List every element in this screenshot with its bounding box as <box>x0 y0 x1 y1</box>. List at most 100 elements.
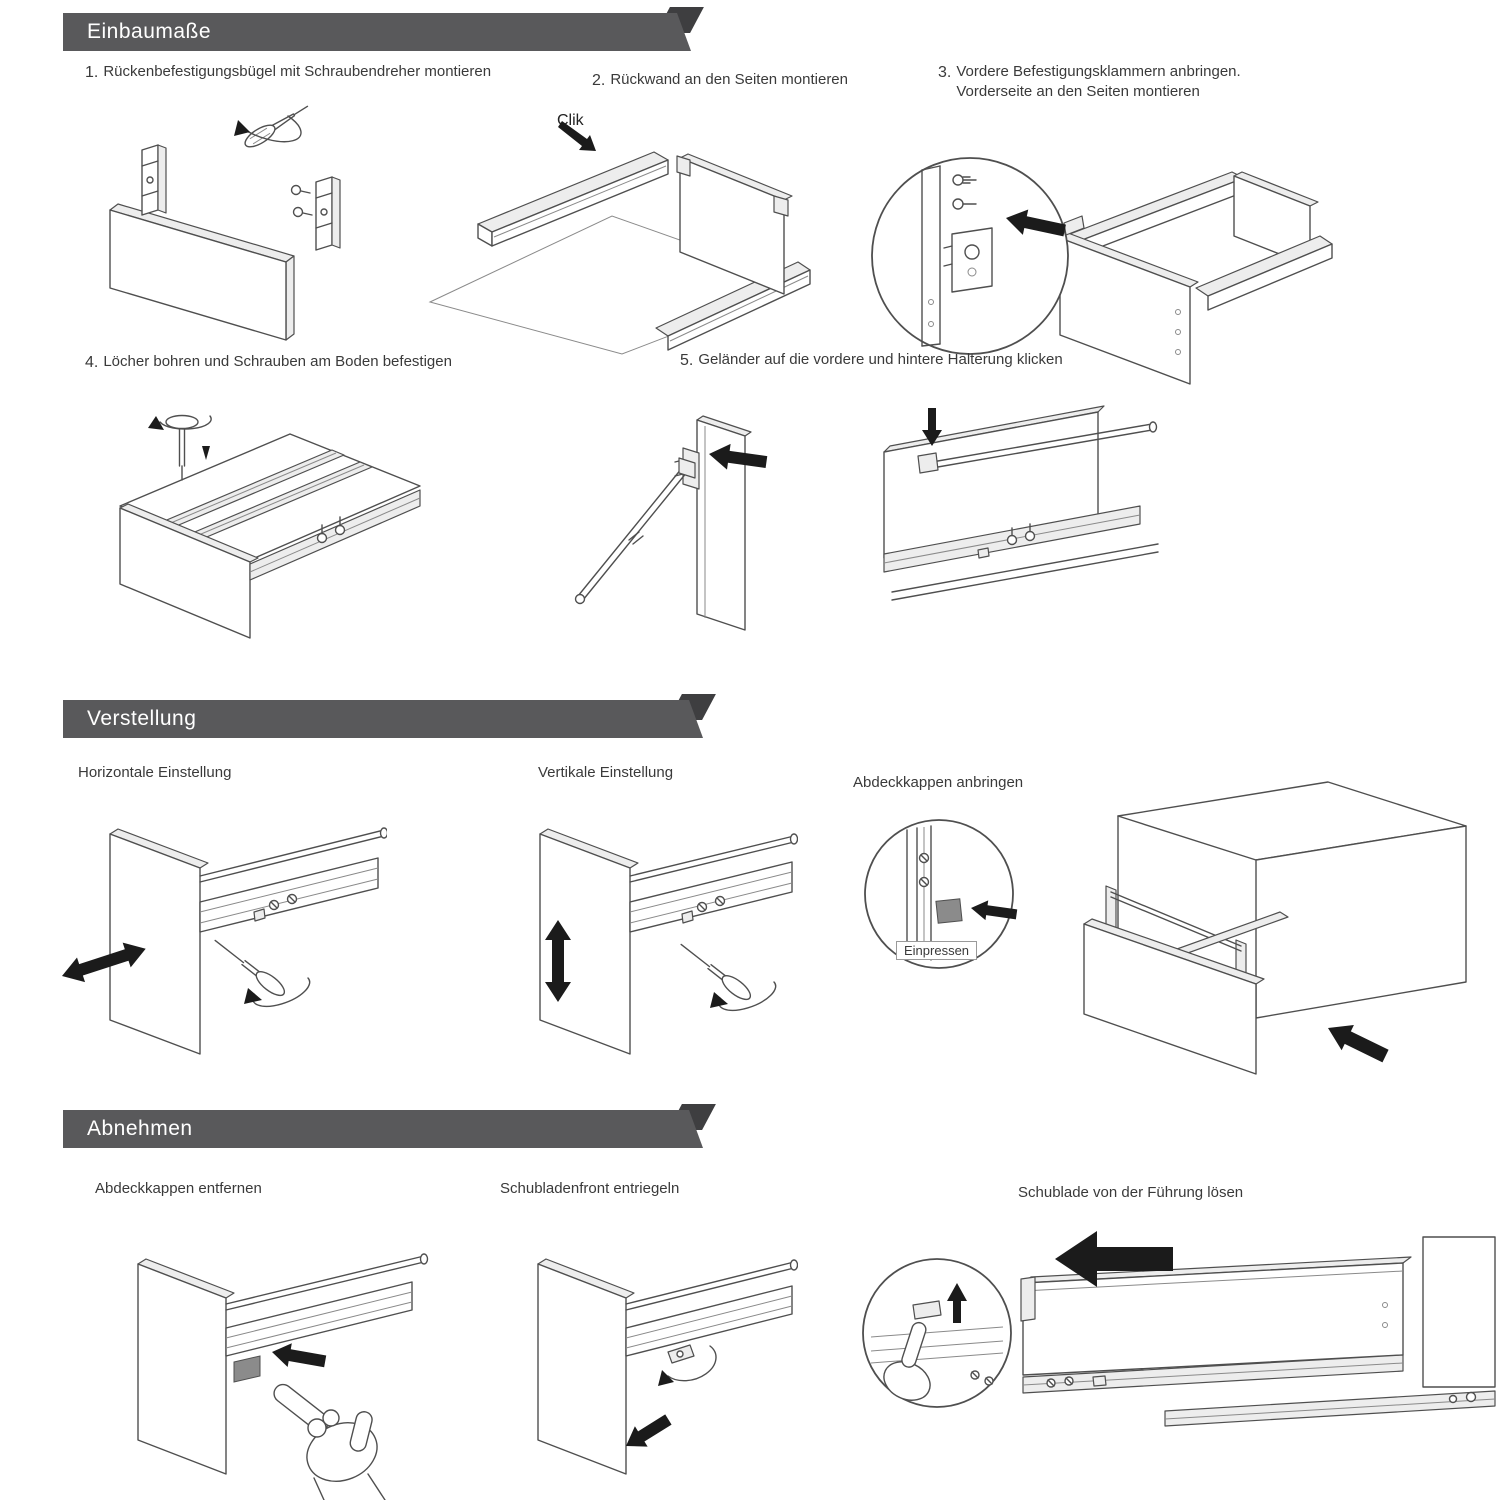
fig-cabinet-with-drawer <box>1083 781 1467 1075</box>
front-bracket-panel <box>696 415 752 631</box>
fig-step1-mount-rear-brackets <box>109 105 341 341</box>
screw-icon <box>290 184 311 196</box>
screwdriver-icon <box>214 939 311 1008</box>
label-release-drawer: Schublade von der Führung lösen <box>1018 1184 1244 1201</box>
step-3-text: Vordere Befestigungsklammern anbringen. … <box>956 62 1240 103</box>
drawer-front-panel <box>109 828 209 1055</box>
magnifier-circle <box>862 1258 1012 1408</box>
drawer-front-panel <box>539 828 639 1055</box>
label-einpressen: Einpressen <box>896 941 978 960</box>
gallery-rod <box>199 827 387 883</box>
rear-bracket-right <box>290 176 341 251</box>
cabinet-side-partial <box>1422 1236 1496 1388</box>
front-panel <box>1059 232 1199 385</box>
drawer <box>1083 885 1289 1075</box>
guide-rail <box>1164 1390 1496 1427</box>
screwdriver-icon <box>148 414 212 481</box>
step-4-label: 4. Löcher bohren und Schrauben am Boden … <box>85 352 452 374</box>
rear-bracket-left <box>141 144 167 216</box>
rotation-arrow-icon <box>241 115 302 143</box>
screw-icon <box>952 198 977 210</box>
fig-step3-front-clamps <box>871 157 1333 385</box>
rail-end-detail <box>906 825 932 961</box>
screw-icon <box>334 516 346 536</box>
release-arrow-icon <box>626 1414 672 1447</box>
side-rail-top <box>1069 171 1245 255</box>
step-3-number: 3. <box>938 64 952 81</box>
screw-icon <box>918 876 930 888</box>
cover-cap <box>935 898 963 924</box>
down-arrow-icon <box>202 446 210 460</box>
guide-rail <box>891 543 1159 601</box>
screwdriver-icon <box>680 943 777 1012</box>
gallery-rod <box>629 833 798 883</box>
down-arrow-icon <box>922 408 942 446</box>
hand-icon <box>273 1383 386 1500</box>
screw-icon <box>970 1370 980 1380</box>
fig-step5-front-rail-click <box>574 415 768 631</box>
fig-step4-screw-bottom <box>119 414 421 639</box>
banner-bar: Verstellung <box>63 700 703 738</box>
section-title-verstellung: Verstellung <box>87 707 197 730</box>
step-1-number: 1. <box>85 64 99 81</box>
fig-step2-mount-back-panel <box>428 121 811 355</box>
step-4-text: Löcher bohren und Schrauben am Boden bef… <box>103 353 452 370</box>
front-panel <box>119 503 259 639</box>
insert-arrow-icon <box>1328 1025 1389 1063</box>
drawer-side-rail <box>629 861 793 933</box>
push-arrow-icon <box>1006 209 1066 237</box>
bottom-rail <box>883 505 1141 573</box>
section-title-abnehmen: Abnehmen <box>87 1117 193 1140</box>
step-1-label: 1. Rückenbefestigungsbügel mit Schrauben… <box>85 62 555 84</box>
step-2-text: Rückwand an den Seiten montieren <box>610 71 848 88</box>
screw-icon <box>918 852 930 864</box>
drawer-assembly <box>1059 171 1333 385</box>
side-rail-bottom <box>1195 235 1333 311</box>
screw-icon <box>984 1376 994 1386</box>
release-lever <box>658 1344 717 1386</box>
step-5-label: 5. Geländer auf die vordere und hintere … <box>680 350 1063 372</box>
fig-unlock-front <box>537 1258 798 1475</box>
fig-vertical-adjust <box>539 828 798 1055</box>
magnifier-circle <box>864 819 1014 969</box>
panel-edge-detail <box>921 165 941 347</box>
gallery-rod <box>917 421 1158 474</box>
side-rail-right <box>249 489 421 581</box>
section-banner-einbaumasse: Einbaumaße <box>63 7 704 51</box>
label-unlock-front: Schubladenfront entriegeln <box>500 1180 680 1197</box>
banner-bar: Einbaumaße <box>63 13 691 51</box>
step-5-text: Geländer auf die vordere und hintere Hal… <box>698 351 1063 368</box>
gallery-rod <box>625 1259 798 1311</box>
remove-arrow-icon <box>1055 1231 1173 1287</box>
fig-horizontal-adjust <box>62 827 387 1055</box>
side-rail-right <box>655 261 811 351</box>
drawer-side-rail <box>625 1285 793 1357</box>
step-4-number: 4. <box>85 354 99 371</box>
back-panel <box>676 153 793 295</box>
step-2-label: 2. Rückwand an den Seiten montieren <box>592 70 848 92</box>
label-vertical-adjust: Vertikale Einstellung <box>538 764 674 781</box>
fig-remove-cover-caps <box>137 1253 429 1500</box>
fig-step5-rear-rail-click <box>883 405 1159 601</box>
label-horizontal-adjust: Horizontale Einstellung <box>78 764 232 781</box>
drawer-front-panel <box>537 1258 635 1475</box>
banner-bar: Abnehmen <box>63 1110 703 1148</box>
double-arrow-horizontal-icon <box>62 942 146 983</box>
step-3-line1: Vordere Befestigungsklammern anbringen. <box>956 63 1241 80</box>
step-2-number: 2. <box>592 72 606 89</box>
clik-arrow-icon <box>558 121 596 151</box>
screwdriver-icon <box>234 105 309 148</box>
magnifier-circle <box>871 157 1069 355</box>
screw-icon <box>292 206 313 218</box>
cover-cap <box>233 1355 261 1383</box>
screw-icon <box>714 895 726 907</box>
up-arrow-icon <box>947 1283 967 1323</box>
fig-cover-cap-detail <box>864 819 1018 969</box>
fig-release-drawer <box>862 1231 1496 1427</box>
press-arrow-icon <box>971 900 1018 921</box>
side-rail-left <box>477 151 669 247</box>
screw-icon <box>1046 1378 1056 1388</box>
screw-icon <box>1064 1376 1074 1386</box>
pull-arrow-icon <box>272 1343 327 1368</box>
